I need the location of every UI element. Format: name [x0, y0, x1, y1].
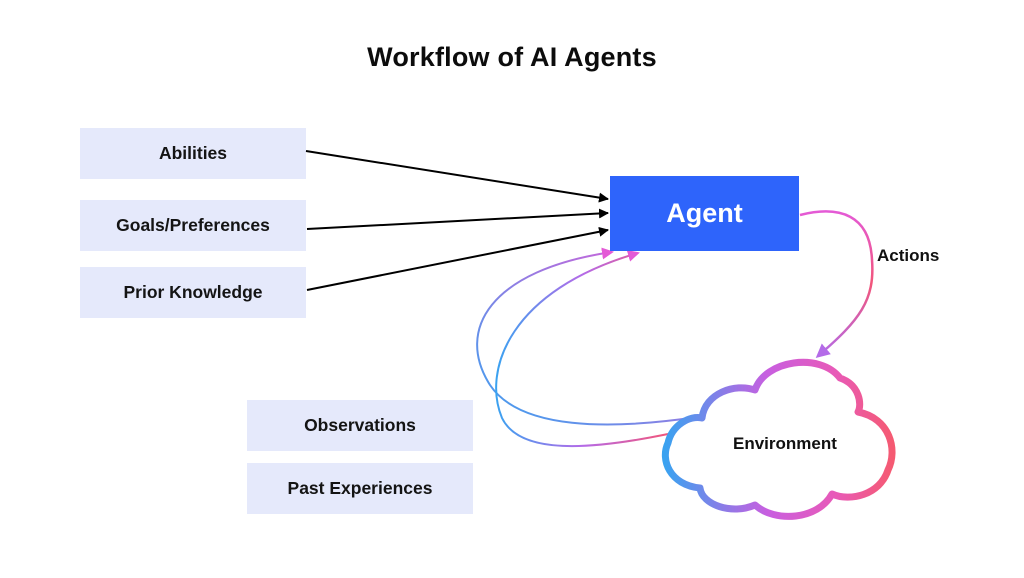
goals-preferences-box: Goals/Preferences: [80, 200, 306, 251]
observations-feedback-arrow: [476, 247, 698, 426]
past-experiences-feedback-arrow: [495, 250, 669, 448]
agent-label: Agent: [666, 198, 743, 228]
prior-knowledge-label: Prior Knowledge: [123, 282, 263, 302]
environment-label: Environment: [733, 434, 837, 453]
agent-box: Agent: [610, 176, 799, 251]
past-experiences-label: Past Experiences: [287, 478, 433, 498]
prior-knowledge-box: Prior Knowledge: [80, 267, 306, 318]
abilities-box: Abilities: [80, 128, 306, 179]
actions-label: Actions: [877, 246, 940, 265]
past-experiences-box: Past Experiences: [247, 463, 473, 514]
goals-preferences-arrow: [306, 208, 609, 230]
environment-cloud: [661, 358, 896, 520]
diagram-title: Workflow of AI Agents: [367, 42, 657, 72]
abilities-label: Abilities: [158, 143, 228, 163]
actions-arrow: [799, 210, 874, 358]
observations-label: Observations: [304, 415, 416, 435]
prior-knowledge-arrow: [306, 226, 609, 291]
observations-box: Observations: [247, 400, 473, 451]
goals-preferences-label: Goals/Preferences: [116, 215, 270, 235]
abilities-arrow: [305, 150, 609, 203]
